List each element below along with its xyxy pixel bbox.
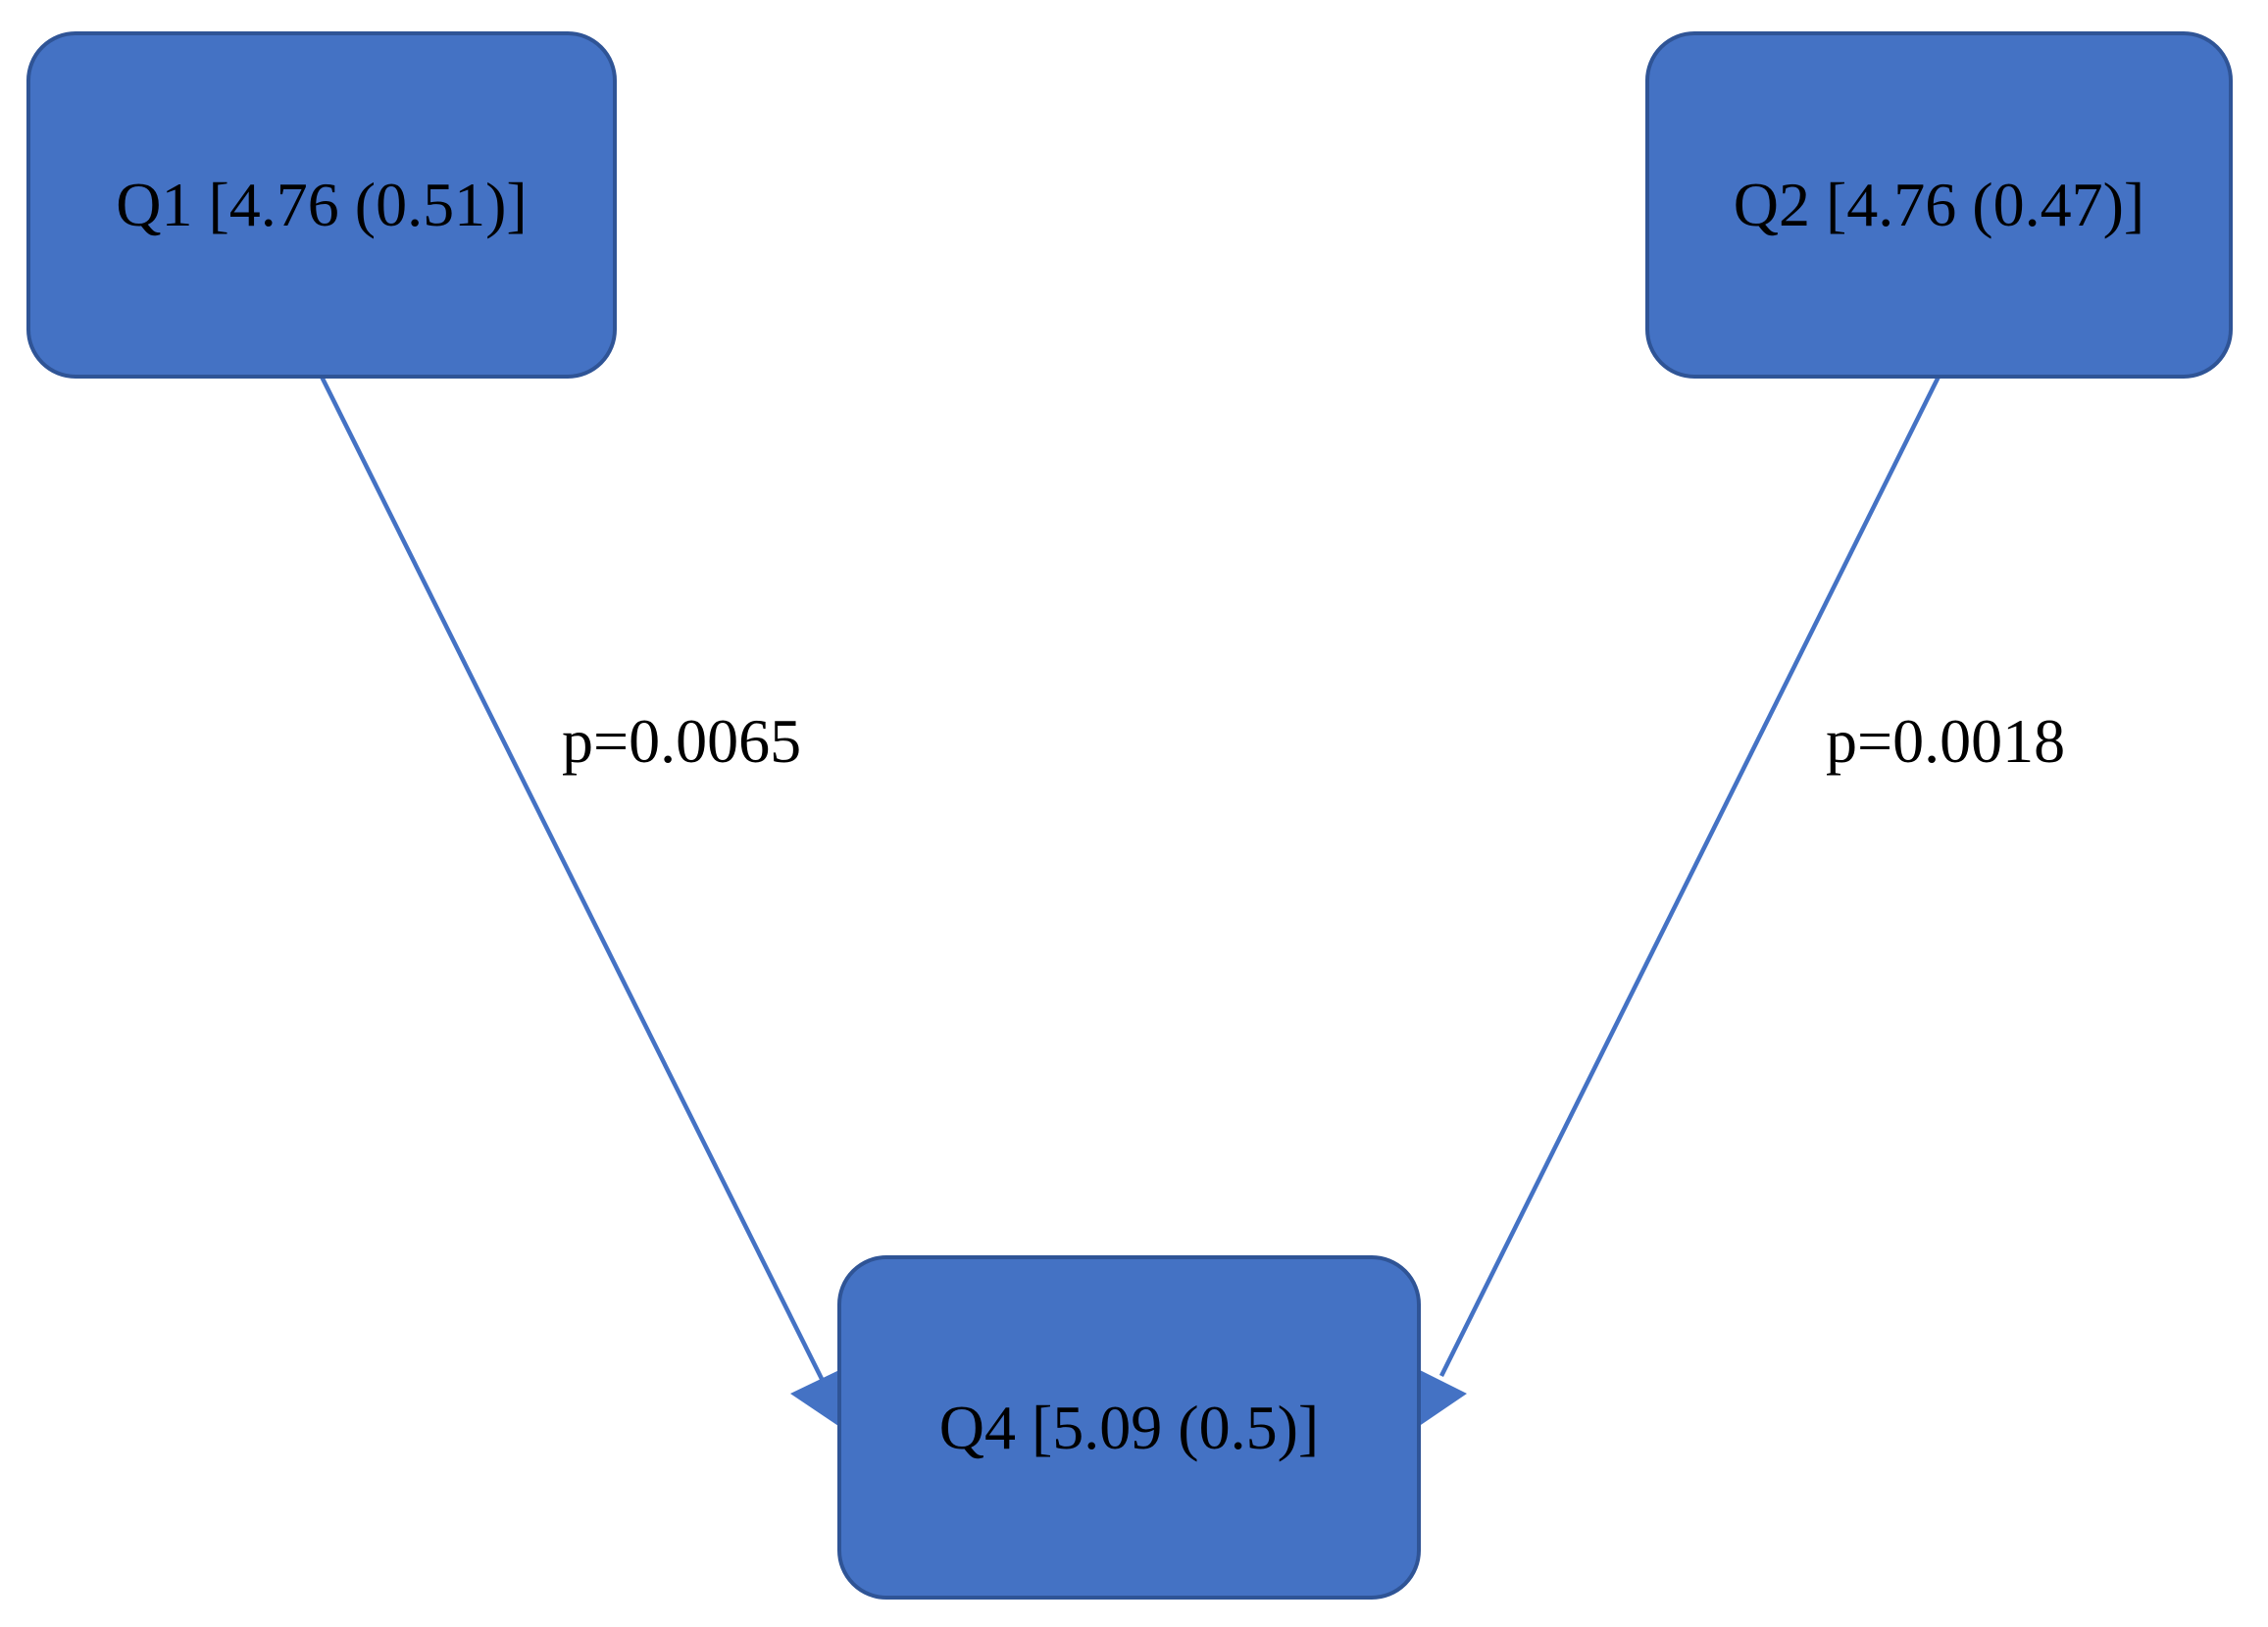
node-q2-label: Q2 [4.76 (0.47)] bbox=[1733, 170, 2145, 239]
node-q4: Q4 [5.09 (0.5)] bbox=[837, 1255, 1421, 1600]
edge-q1-q4-pvalue-label: p=0.0065 bbox=[562, 706, 802, 776]
edge-q2-q4-pvalue-label: p=0.0018 bbox=[1826, 706, 2066, 776]
node-q4-label: Q4 [5.09 (0.5)] bbox=[938, 1392, 1320, 1462]
edge-q1-q4-arrowhead bbox=[790, 1369, 841, 1428]
node-q1-label: Q1 [4.76 (0.51)] bbox=[116, 170, 528, 239]
node-q1: Q1 [4.76 (0.51)] bbox=[26, 31, 617, 379]
edge-q2-q4-line bbox=[1438, 375, 1941, 1378]
edge-q1-q4-line bbox=[319, 375, 825, 1381]
edge-q2-q4-arrowhead bbox=[1418, 1369, 1467, 1427]
node-q2: Q2 [4.76 (0.47)] bbox=[1645, 31, 2233, 379]
